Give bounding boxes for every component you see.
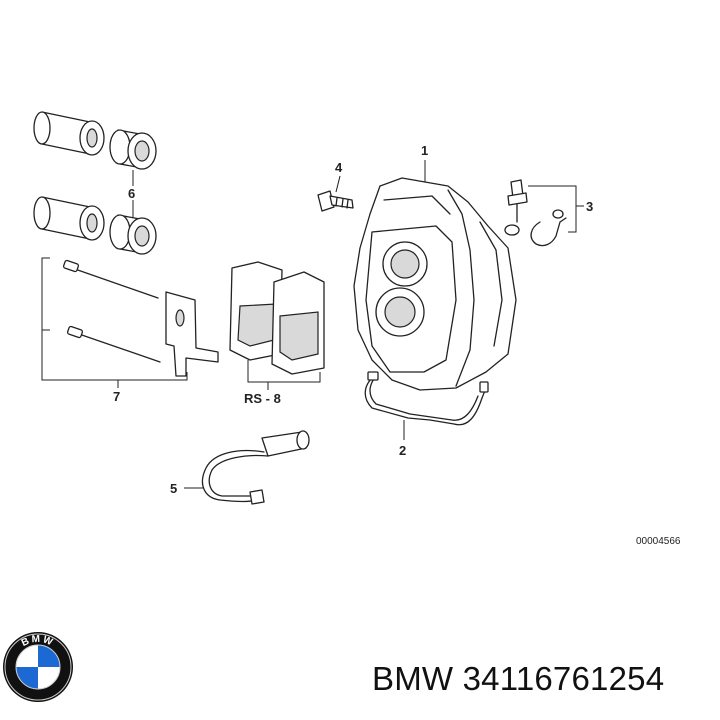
piston-set-bottom — [33, 196, 157, 255]
callout-1: 1 — [421, 143, 428, 158]
diagram-reference-code: 00004566 — [636, 536, 681, 547]
callout-4: 4 — [335, 160, 343, 175]
callout-8: RS - 8 — [244, 391, 281, 406]
callout-6: 6 — [128, 186, 135, 201]
brake-pads — [229, 261, 325, 375]
bleeder-valve-and-clip — [507, 179, 567, 247]
pad-wear-sensor — [201, 430, 310, 505]
part-number-label: BMW 34116761254 — [372, 660, 665, 697]
callout-7: 7 — [113, 389, 120, 404]
callout-2: 2 — [399, 443, 406, 458]
callout-3: 3 — [586, 199, 593, 214]
bmw-logo: BMW — [3, 632, 73, 702]
piston-set-top — [33, 111, 157, 170]
svg-text:BMW: BMW — [20, 634, 56, 649]
guide-pins-and-clip — [41, 257, 219, 388]
brake-line — [364, 371, 489, 426]
caliper-housing — [353, 177, 520, 391]
bleeder-bolt — [317, 190, 354, 212]
callout-5: 5 — [170, 481, 177, 496]
